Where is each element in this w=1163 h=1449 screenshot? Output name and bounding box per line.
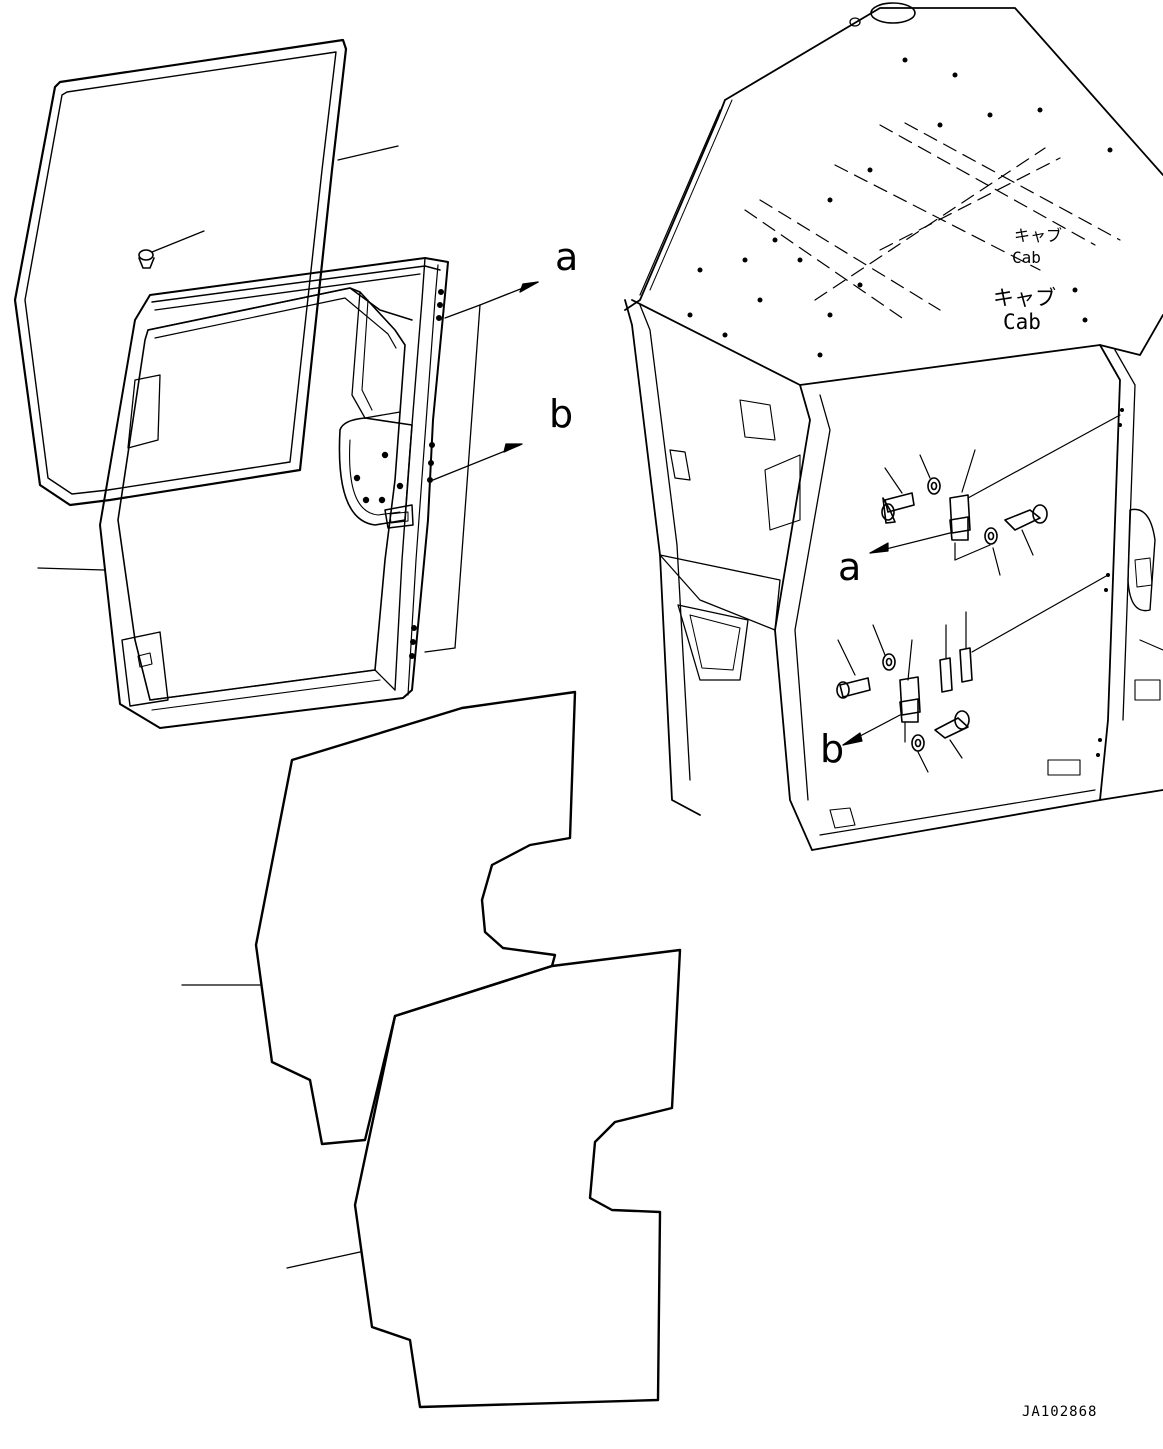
callout-b-door: b: [549, 392, 574, 436]
door-assembly: [99, 257, 449, 729]
hardware-leaders: [837, 414, 1121, 773]
trim-panel-upper: [254, 690, 577, 1146]
trim-panel-lower: [353, 948, 682, 1409]
door-window-frame: [13, 38, 348, 507]
leader-panel-lower: [286, 1251, 361, 1269]
cab-label-jp-upper: キャブ: [1014, 226, 1063, 245]
leader-window-frame: [337, 145, 399, 161]
clip-part: [138, 249, 155, 269]
drawing-code: JA102868: [1022, 1404, 1098, 1420]
cab-label-en: Cab: [1003, 310, 1041, 334]
leader-door: [37, 567, 105, 571]
leader-clip: [151, 230, 205, 253]
door-callout-leaders: [424, 281, 539, 653]
cab-label-en-upper: Cab: [1012, 248, 1041, 267]
callout-a-cab: a: [838, 545, 862, 589]
cab-label-jp: キャブ: [993, 286, 1056, 310]
callout-a-door: a: [555, 235, 579, 279]
callout-b-cab: b: [820, 727, 845, 771]
cab-structure: [624, 2, 1163, 851]
hinge-hardware-upper: [881, 477, 1048, 545]
hinge-hardware-lower: [836, 647, 973, 752]
